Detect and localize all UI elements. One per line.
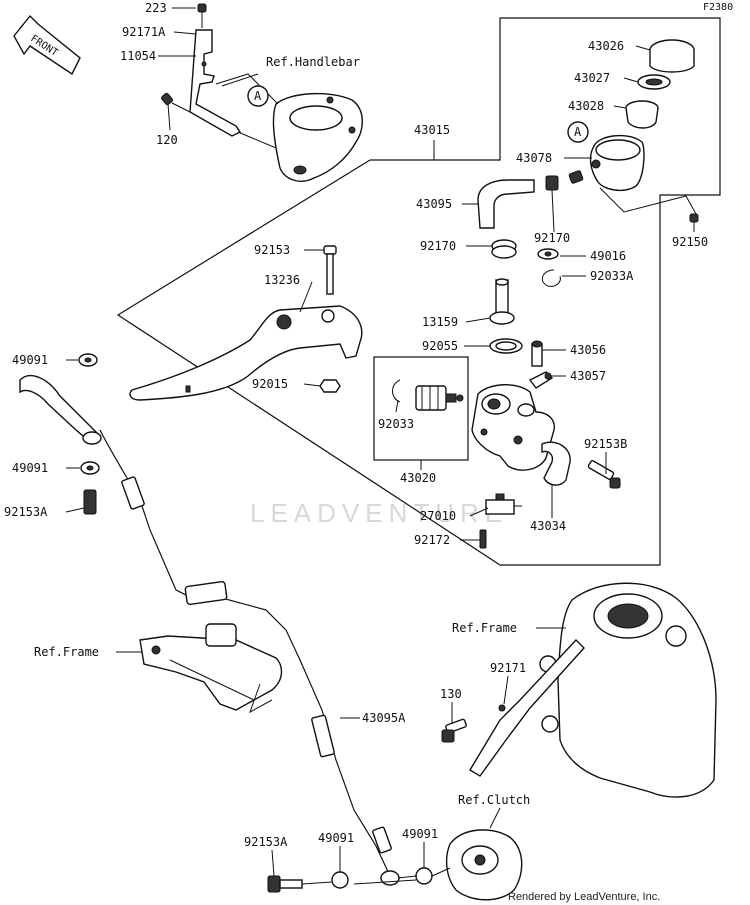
label-43057: 43057 <box>570 369 606 383</box>
label-120: 120 <box>156 133 178 147</box>
assembly-frame <box>116 17 721 566</box>
clamp-43034 <box>541 441 571 486</box>
label-43015: 43015 <box>414 123 450 137</box>
label-43026: 43026 <box>588 39 624 53</box>
washer-49091-c <box>331 871 349 889</box>
label-43095A: 43095A <box>362 711 406 725</box>
label-92171A: 92171A <box>122 25 166 39</box>
oring-92055 <box>489 338 523 354</box>
master-cylinder-body <box>471 384 555 471</box>
washer-49091-b <box>80 461 100 475</box>
frame-left <box>139 623 283 714</box>
label-92150: 92150 <box>672 235 708 249</box>
label-92153A-upper: 92153A <box>4 505 48 519</box>
clip-92170-upper <box>545 175 559 191</box>
label-130: 130 <box>440 687 462 701</box>
ref-frame-right: Ref.Frame <box>452 621 517 635</box>
leader-housing <box>237 131 277 149</box>
diaphragm-43028 <box>625 100 659 129</box>
bolt-92153B <box>587 460 621 489</box>
bolt-92153A-upper <box>83 489 97 515</box>
diaphragm-plate-43027 <box>637 74 671 90</box>
cap-43057 <box>528 371 554 389</box>
hose-43095 <box>477 179 535 229</box>
label-43078: 43078 <box>516 151 552 165</box>
leader-lines <box>65 7 651 885</box>
frame-right <box>539 582 717 798</box>
fitting-13159 <box>489 278 515 325</box>
bolt-92153 <box>323 245 337 295</box>
leader-ref-handlebar <box>215 73 279 105</box>
bolt-92153A-lower <box>267 875 303 893</box>
label-11054: 11054 <box>120 49 156 63</box>
diagram-code: F2380 <box>703 2 733 13</box>
label-92055: 92055 <box>422 339 458 353</box>
reservoir-cap-43026 <box>649 39 695 73</box>
clutch-lever-13236 <box>129 305 363 401</box>
bolt-130 <box>441 718 467 743</box>
label-49091-b: 49091 <box>12 461 48 475</box>
ref-clutch: Ref.Clutch <box>458 793 530 807</box>
handlebar-switch-housing <box>272 92 363 182</box>
label-43034: 43034 <box>530 519 566 533</box>
label-43056: 43056 <box>570 343 606 357</box>
switch-27010 <box>485 493 522 515</box>
label-49091-c: 49091 <box>318 831 354 845</box>
label-43020: 43020 <box>400 471 436 485</box>
screw-120 <box>161 92 191 113</box>
washer-49091-a <box>78 353 98 367</box>
label-223: 223 <box>145 1 167 15</box>
circlip-92033A <box>541 269 561 287</box>
leader-92150 <box>599 187 697 215</box>
screw-92150 <box>689 213 699 232</box>
leader-a-bracket <box>221 73 259 87</box>
label-49091-a: 49091 <box>12 353 48 367</box>
front-arrow-icon: FRONT <box>13 14 81 76</box>
bolt-223 <box>197 3 207 28</box>
label-92171: 92171 <box>490 661 526 675</box>
bleeder-43056 <box>531 340 543 367</box>
label-27010: 27010 <box>420 509 456 523</box>
label-43095: 43095 <box>416 197 452 211</box>
label-13159: 13159 <box>422 315 458 329</box>
svg-text:A: A <box>574 125 582 139</box>
label-92172: 92172 <box>414 533 450 547</box>
watermark: LEADVENTURE <box>250 498 508 528</box>
label-92015: 92015 <box>252 377 288 391</box>
ref-frame-left: Ref.Frame <box>34 645 99 659</box>
ref-handlebar: Ref.Handlebar <box>266 55 360 69</box>
label-92170-lower: 92170 <box>420 239 456 253</box>
label-92153B: 92153B <box>584 437 627 451</box>
label-92153: 92153 <box>254 243 290 257</box>
label-92033A: 92033A <box>590 269 634 283</box>
seal-49016 <box>537 248 559 260</box>
clip-92170-lower <box>491 239 517 259</box>
label-13236: 13236 <box>264 273 300 287</box>
label-92033: 92033 <box>378 417 414 431</box>
reservoir-43078 <box>568 135 645 192</box>
label-49091-d: 49091 <box>402 827 438 841</box>
bracket-11054 <box>189 29 242 137</box>
hose-upper-bend <box>19 375 102 445</box>
clutch-slave-cylinder <box>445 829 523 901</box>
label-92153A-lower: 92153A <box>244 835 288 849</box>
svg-text:A: A <box>254 89 262 103</box>
label-92170-upper: 92170 <box>534 231 570 245</box>
credit-text: Rendered by LeadVenture, Inc. <box>508 891 660 903</box>
piston-assembly-43020 <box>392 379 464 411</box>
washer-49091-d <box>415 867 433 885</box>
label-43028: 43028 <box>568 99 604 113</box>
label-49016: 49016 <box>590 249 626 263</box>
callout-a-right: A <box>567 121 589 143</box>
screw-92172 <box>479 529 487 549</box>
callout-a-left: A <box>247 85 269 107</box>
label-43027: 43027 <box>574 71 610 85</box>
bracket-92171 <box>469 638 585 777</box>
nut-92015 <box>319 379 341 393</box>
